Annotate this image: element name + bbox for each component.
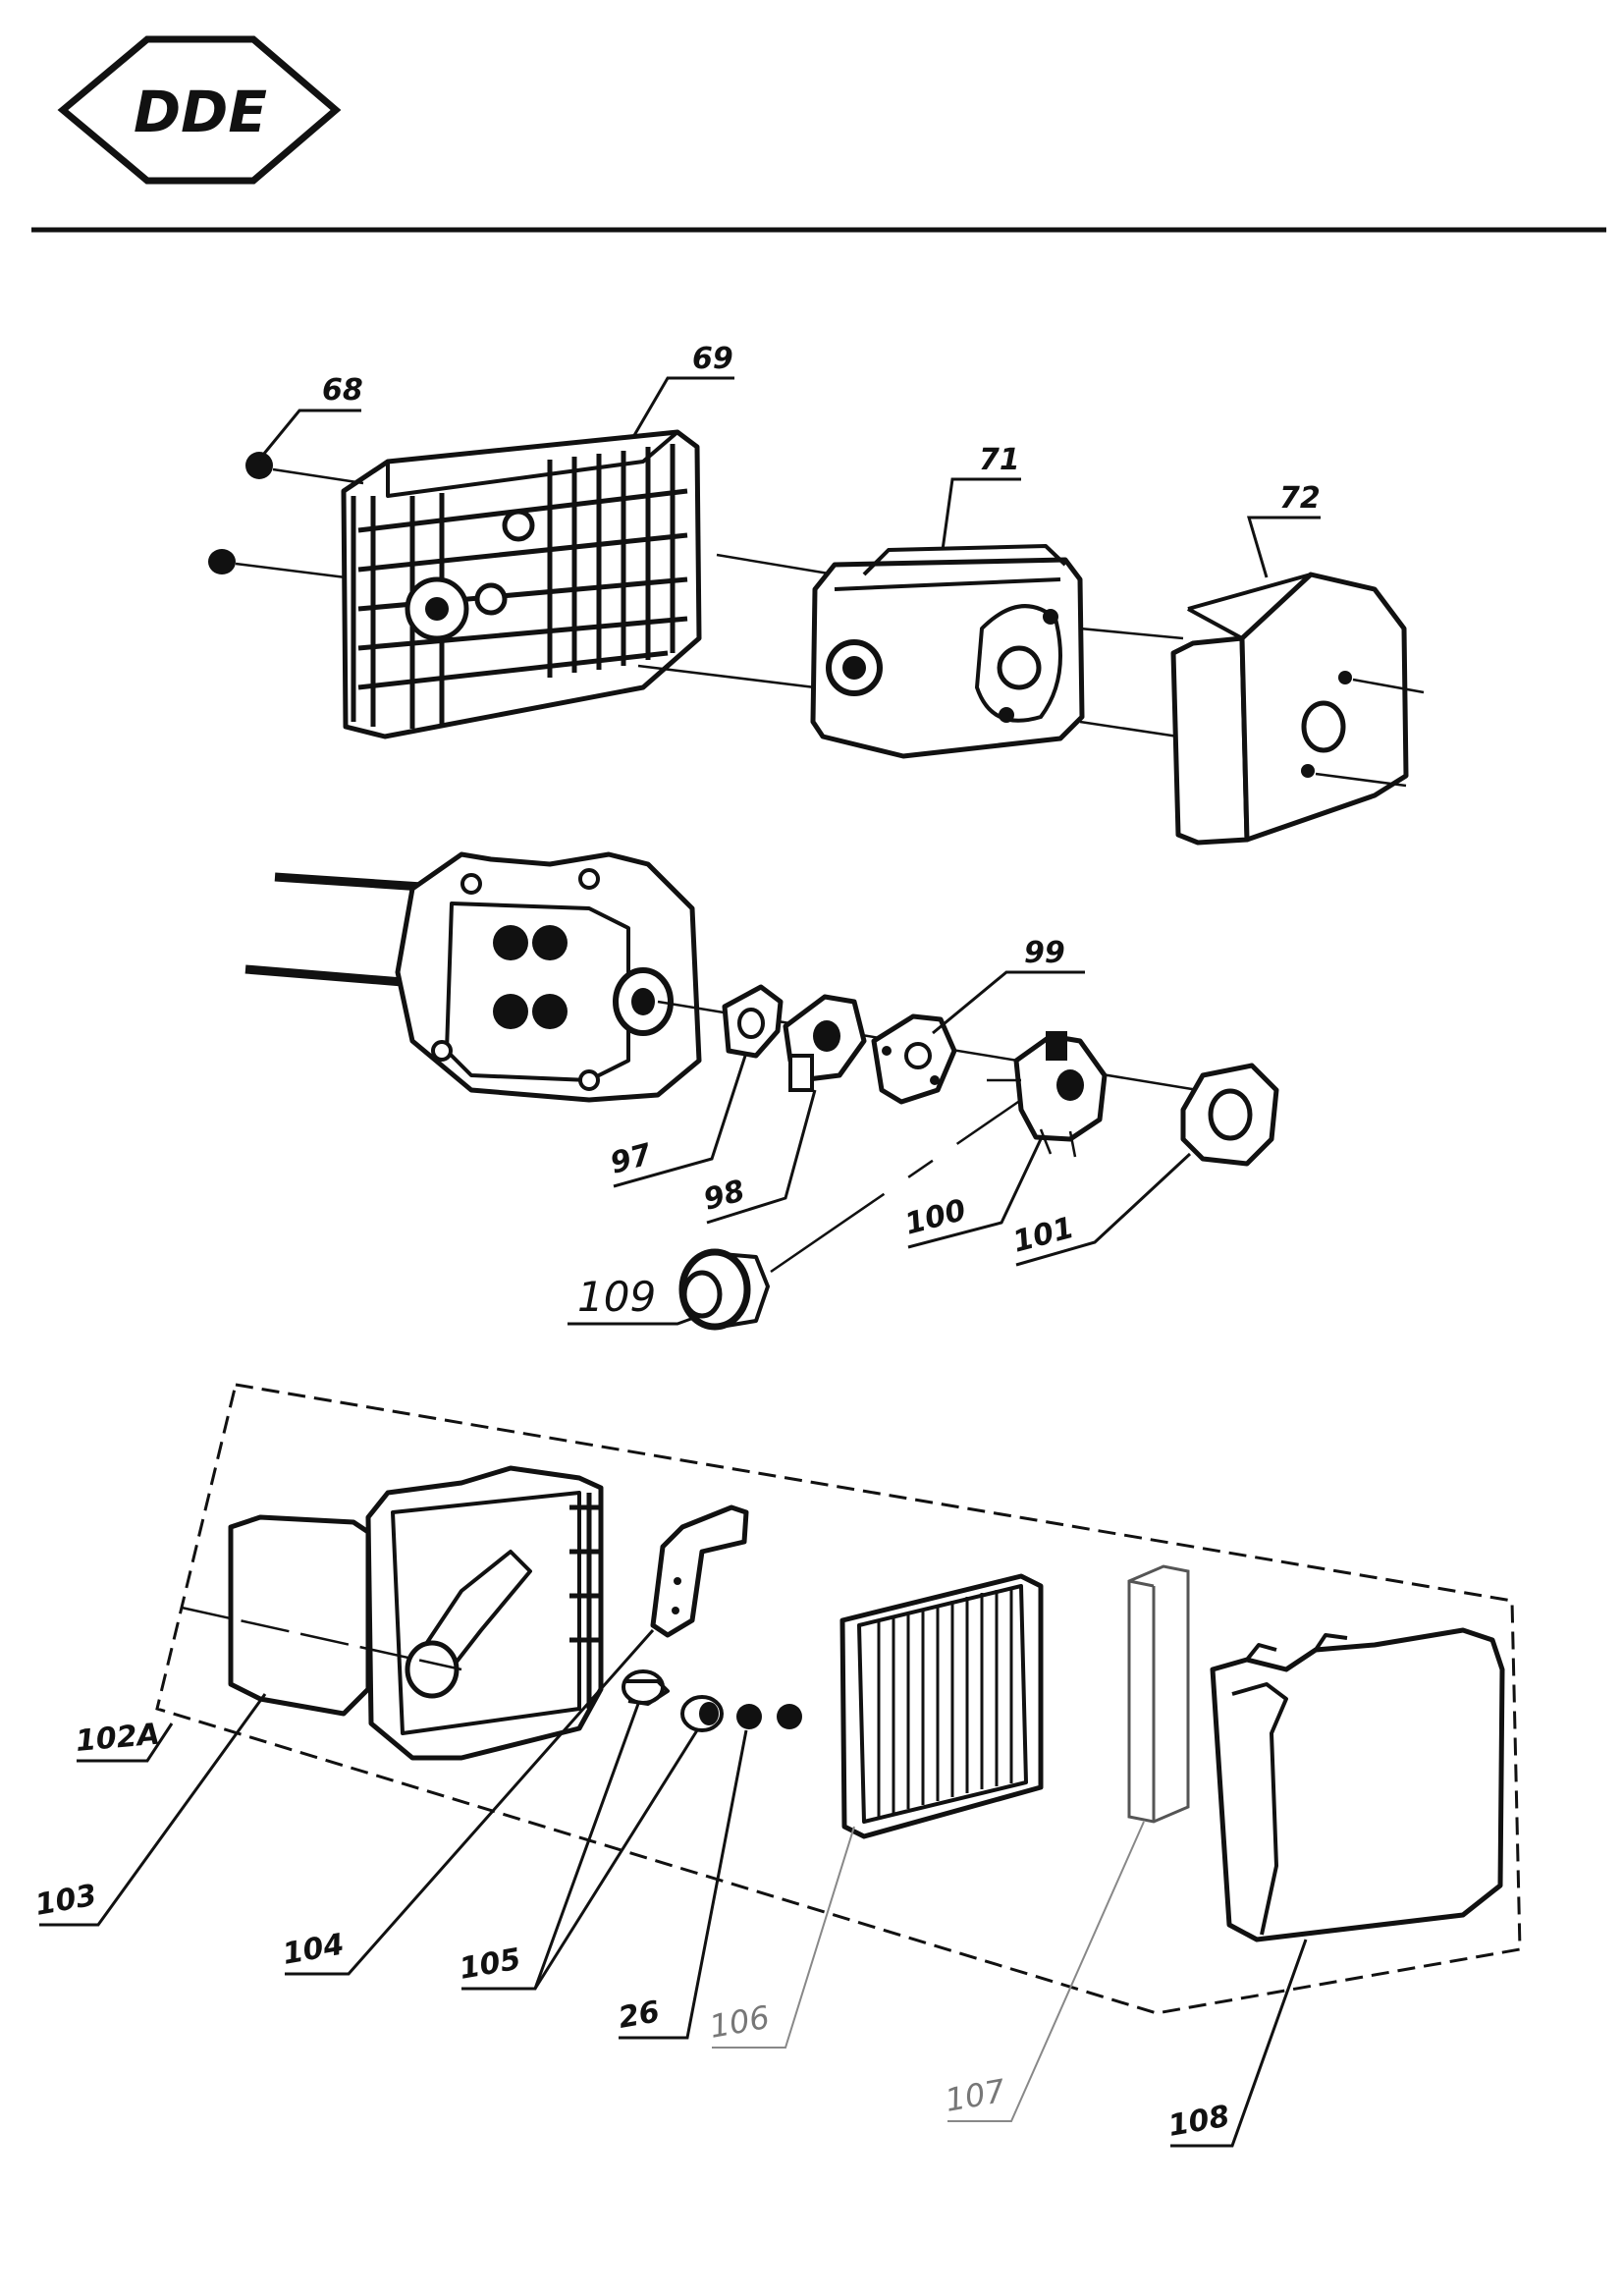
- label-26: 26: [616, 1995, 662, 2036]
- leader-lines-light: [712, 1821, 1145, 2122]
- logo-text: DDE: [134, 79, 267, 145]
- air-cleaner-cover: [1210, 1627, 1505, 1942]
- label-107: 107: [943, 2072, 1008, 2119]
- air-cleaner-assembly-boundary: [155, 1383, 1522, 2015]
- collar-upper: [622, 1669, 670, 1706]
- bracket: [650, 1504, 749, 1638]
- label-69: 69: [692, 342, 733, 376]
- leader-lines: [39, 376, 1321, 2148]
- gasket-99: [871, 1013, 957, 1105]
- muffler-guard: [341, 429, 702, 739]
- foam-pad: [1127, 1564, 1190, 1824]
- muffler-bolt-lower: [208, 549, 347, 579]
- label-103: 103: [32, 1879, 99, 1923]
- air-cleaner-flange: [1180, 1063, 1279, 1167]
- collar-lower: [680, 1695, 724, 1732]
- gasket-97: [722, 984, 784, 1059]
- label-97: 97: [607, 1137, 656, 1181]
- label-99: 99: [1024, 936, 1065, 970]
- cylinder-head: [244, 851, 702, 1103]
- label-108: 108: [1165, 2100, 1232, 2144]
- nut-26: [736, 1704, 802, 1729]
- heat-shield: [1170, 572, 1409, 846]
- choke-knob: [678, 1098, 1022, 1331]
- air-cleaner-case: [228, 1465, 604, 1761]
- insulator-98: [783, 994, 867, 1092]
- label-101: 101: [1009, 1211, 1078, 1260]
- label-105: 105: [457, 1942, 523, 1987]
- label-104: 104: [280, 1928, 347, 1972]
- label-102a: 102A: [75, 1718, 162, 1759]
- label-68: 68: [322, 373, 363, 408]
- label-71: 71: [979, 443, 1020, 477]
- muffler-body: [810, 544, 1085, 759]
- label-106: 106: [707, 1998, 773, 2046]
- label-72: 72: [1279, 481, 1321, 516]
- muffler-bolt-upper: [245, 452, 364, 485]
- filter-element: [839, 1573, 1044, 1839]
- carburetor: [987, 1031, 1108, 1158]
- label-109: 109: [577, 1273, 656, 1321]
- brand-logo: DDE: [57, 35, 342, 185]
